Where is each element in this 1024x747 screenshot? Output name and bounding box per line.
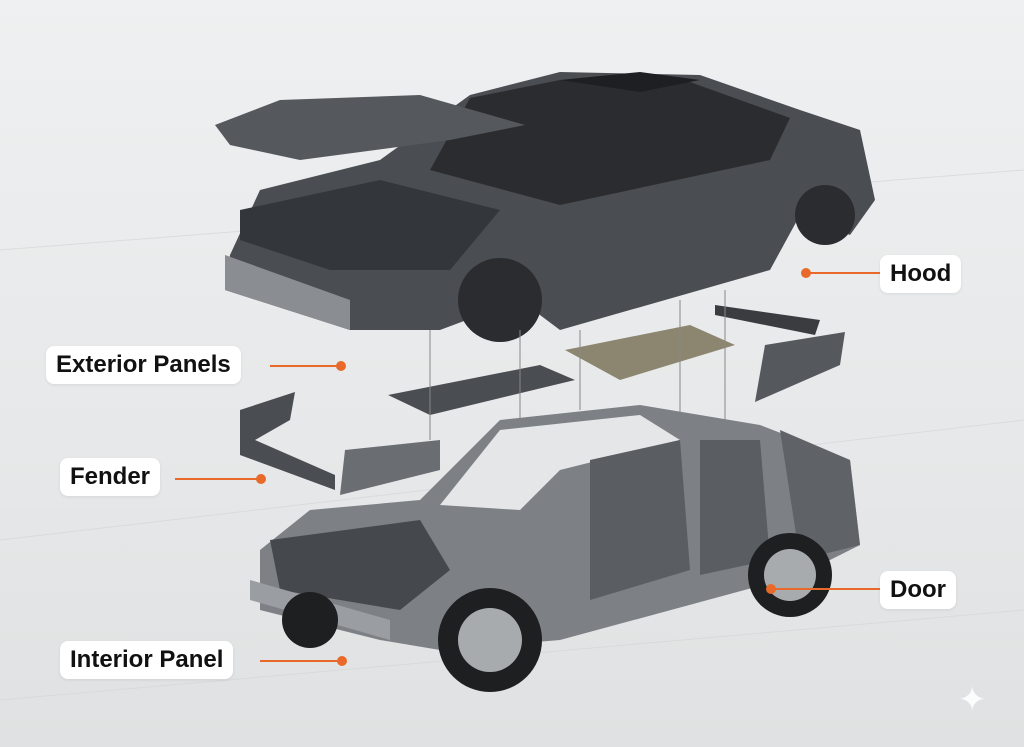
label-door: Door xyxy=(880,571,956,609)
label-fender: Fender xyxy=(60,458,161,496)
marker-dot-fender xyxy=(256,474,266,484)
lower-car-frame xyxy=(250,405,860,692)
leader-line-hood xyxy=(810,272,880,274)
marker-dot-interior-panel xyxy=(337,656,347,666)
marker-dot-exterior-panels xyxy=(336,361,346,371)
leader-line-door xyxy=(775,588,880,590)
label-exterior-panels: Exterior Panels xyxy=(46,346,241,384)
hood-panel xyxy=(215,95,525,160)
leader-line-interior-panel xyxy=(260,660,340,662)
leader-line-exterior-panels xyxy=(270,365,340,367)
front-wheel xyxy=(438,588,542,692)
leader-line-fender xyxy=(175,478,260,480)
rear-wheel xyxy=(748,533,832,617)
sparkle-icon: ✦ xyxy=(958,681,987,719)
marker-dot-hood xyxy=(801,268,811,278)
marker-dot-door xyxy=(766,584,776,594)
exploded-panels xyxy=(240,290,845,495)
label-hood: Hood xyxy=(880,255,962,293)
label-interior-panel: Interior Panel xyxy=(60,641,234,679)
upper-car-body xyxy=(215,72,875,342)
